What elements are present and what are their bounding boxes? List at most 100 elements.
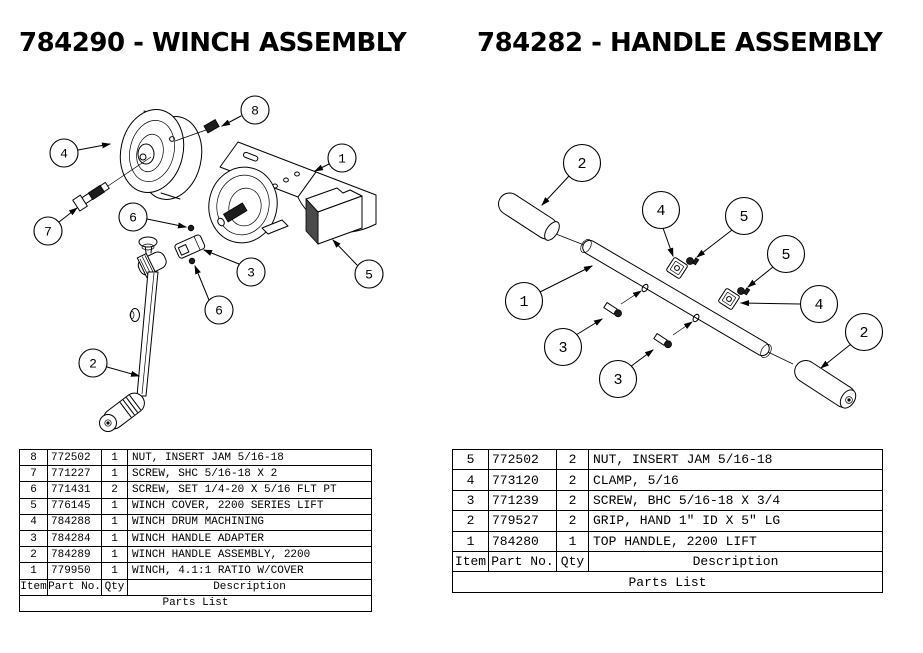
col-header-part-no: Part No.	[488, 550, 557, 573]
svg-text:1: 1	[338, 152, 346, 167]
svg-text:5: 5	[739, 209, 748, 226]
col-header-item: Item	[452, 550, 489, 573]
callout-balloon: 6	[118, 202, 148, 232]
parts-table-cell: 1	[101, 513, 128, 531]
parts-table-cell: GRIP, HAND 1" ID X 5" LG	[588, 510, 883, 532]
callout-balloon: 1	[504, 281, 544, 321]
leader-lines	[58, 115, 358, 377]
parts-table-cell: WINCH, 4.1:1 RATIO W/COVER	[127, 562, 372, 580]
parts-table-cell: 784284	[47, 529, 102, 548]
svg-text:3: 3	[558, 340, 567, 357]
callout-balloon: 6	[204, 295, 234, 325]
svg-text:4: 4	[656, 203, 665, 220]
parts-table-cell: 784289	[47, 546, 102, 564]
parts-table-cell: TOP HANDLE, 2200 LIFT	[588, 530, 883, 552]
parts-table-cell: 7	[19, 465, 48, 483]
parts-table-cell: 2	[19, 546, 48, 564]
callout-balloon: 5	[724, 196, 764, 236]
callout-balloon: 7	[33, 216, 63, 246]
handle-table-header-row: Item Part No. Qty Description	[452, 550, 883, 573]
parts-table-cell: 2	[556, 510, 589, 532]
parts-table-cell: 776145	[47, 497, 102, 515]
parts-table-cell: 771239	[488, 489, 557, 512]
parts-table-cell: 1	[101, 562, 128, 580]
parts-table-cell: 2	[556, 469, 589, 491]
parts-table-cell: NUT, INSERT JAM 5/16-18	[127, 448, 372, 467]
parts-table-cell: 1	[556, 530, 589, 552]
set-screw-dot	[187, 224, 195, 232]
svg-text:6: 6	[215, 304, 223, 319]
svg-text:2: 2	[577, 156, 586, 173]
parts-list-label: Parts List	[452, 571, 883, 593]
parts-table-cell: CLAMP, 5/16	[588, 469, 883, 491]
svg-text:3: 3	[613, 372, 622, 389]
parts-table-cell: WINCH DRUM MACHINING	[127, 513, 372, 531]
svg-text:2: 2	[89, 357, 97, 372]
callout-balloon: 2	[844, 312, 884, 352]
callout-balloon: 3	[236, 257, 266, 287]
callout-balloon: 8	[240, 95, 270, 125]
top-handle-tube-part	[580, 239, 772, 358]
callout-balloon: 5	[766, 234, 806, 274]
svg-text:7: 7	[44, 225, 52, 240]
handle-table-footer-row: Parts List	[452, 571, 883, 593]
bhc-screw-part	[653, 321, 693, 349]
parts-table-cell: 771431	[47, 481, 102, 499]
parts-table-cell: 3	[19, 529, 48, 548]
winch-assembly-title: 784290 - WINCH ASSEMBLY	[19, 28, 407, 58]
parts-table-cell: 4	[452, 469, 489, 491]
leader-lines	[539, 175, 852, 369]
parts-table-cell: 6	[19, 481, 48, 499]
clamp-part	[666, 257, 688, 279]
parts-table-cell: 3	[452, 489, 489, 512]
axis-line	[555, 233, 585, 246]
parts-table-cell: 771227	[47, 465, 102, 483]
jam-nut-part	[737, 287, 751, 296]
handle-exploded-diagram: 2 4 5 5 1 4 3 3	[498, 143, 884, 409]
parts-table-cell: SCREW, BHC 5/16-18 X 3/4	[588, 489, 883, 512]
parts-table-cell: 772502	[47, 448, 102, 467]
col-header-item: Item	[19, 578, 48, 596]
hand-grip-part	[498, 192, 560, 241]
hand-grip-part	[794, 359, 857, 409]
winch-exploded-diagram: 8 4 7 6 1 3 5 6	[33, 95, 384, 432]
parts-table-cell: NUT, INSERT JAM 5/16-18	[588, 448, 883, 471]
parts-table-cell: 2	[452, 510, 489, 532]
parts-table-cell: WINCH HANDLE ASSEMBLY, 2200	[127, 546, 372, 564]
svg-text:5: 5	[781, 247, 790, 264]
handle-assembly-title: 784282 - HANDLE ASSEMBLY	[477, 28, 883, 58]
callout-balloon: 4	[641, 190, 681, 230]
winch-cover-part	[305, 187, 363, 246]
callout-balloon: 2	[562, 143, 602, 183]
svg-text:4: 4	[814, 297, 823, 314]
bhc-screw-part	[603, 290, 642, 318]
parts-table-cell: SCREW, SET 1/4-20 X 5/16 FLT PT	[127, 481, 372, 499]
winch-drum-part	[119, 108, 203, 200]
parts-table-cell: 1	[101, 529, 128, 548]
parts-table-cell: 2	[556, 448, 589, 471]
col-header-part-no: Part No.	[47, 578, 102, 596]
svg-text:8: 8	[251, 104, 259, 119]
parts-table-cell: 2	[556, 489, 589, 512]
col-header-qty: Qty	[101, 578, 128, 596]
parts-table-cell: 4	[19, 513, 48, 531]
jam-nut-part	[686, 257, 700, 266]
set-screw-part	[174, 118, 220, 142]
svg-text:4: 4	[60, 147, 68, 162]
parts-table-cell: WINCH COVER, 2200 SERIES LIFT	[127, 497, 372, 515]
winch-handle-part	[99, 236, 167, 432]
parts-table-cell: 1	[101, 465, 128, 483]
callout-balloon: 2	[78, 348, 108, 378]
